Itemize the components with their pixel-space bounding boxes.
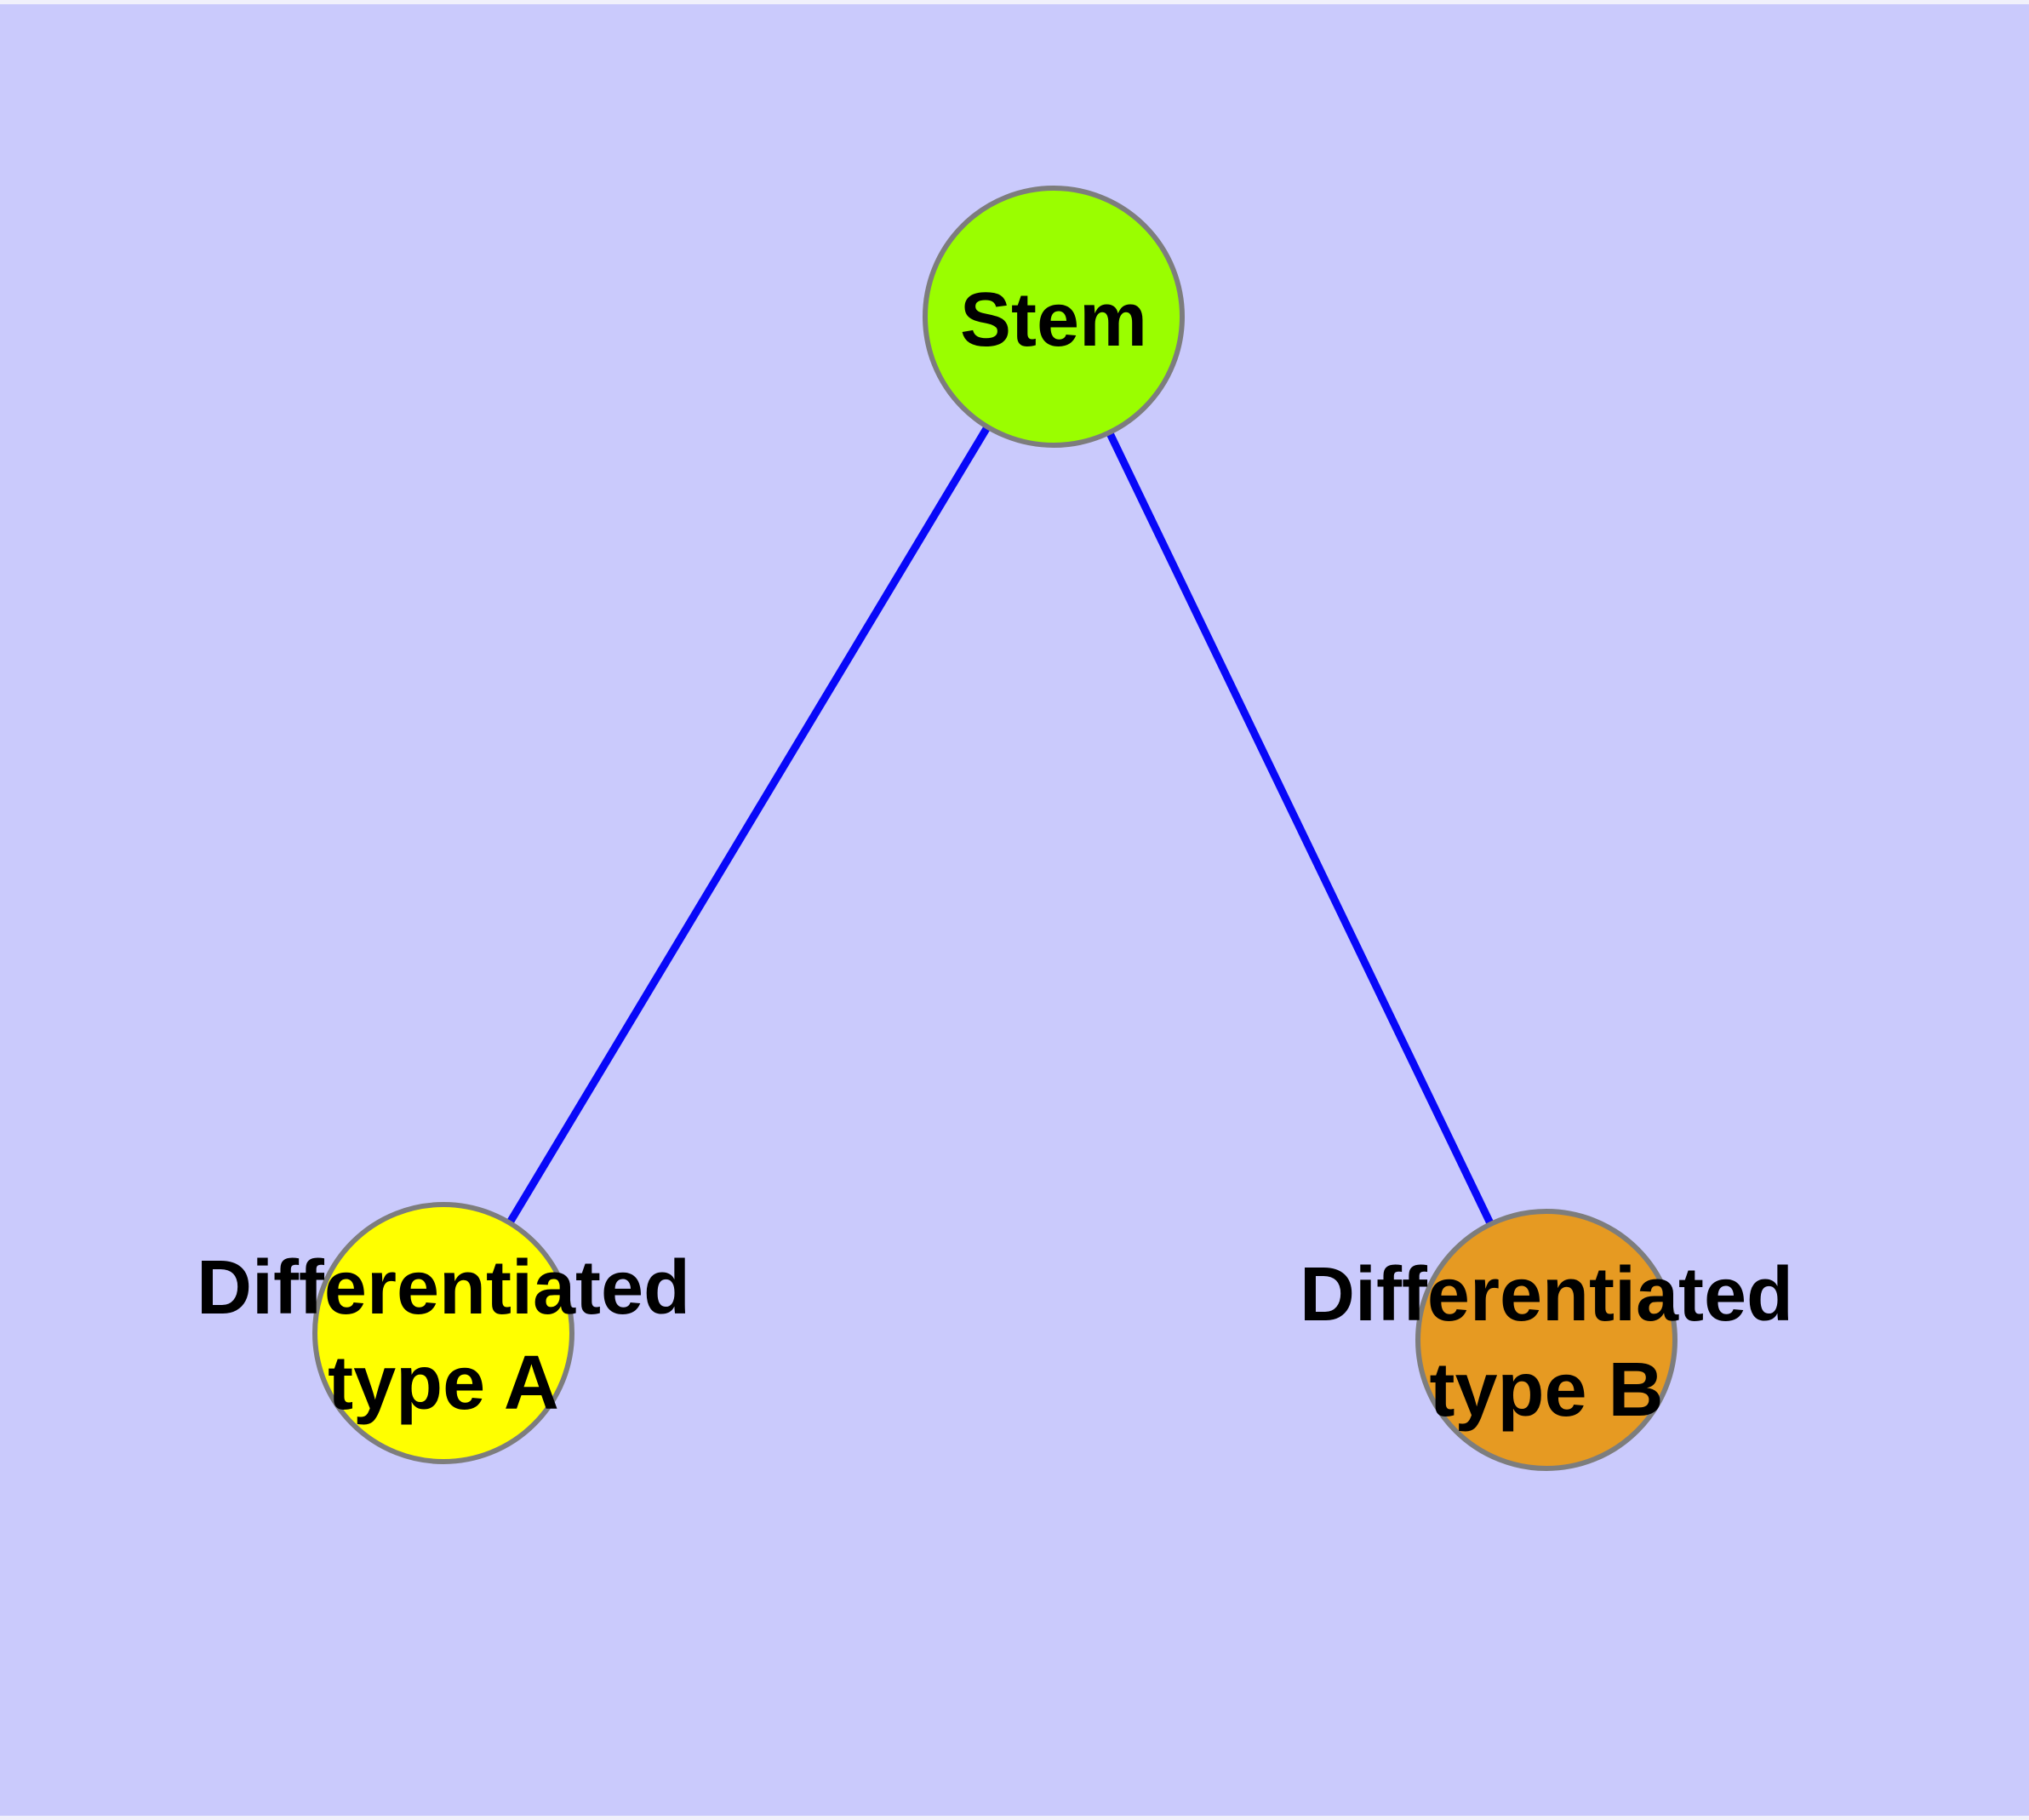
node-type-b-label-line2: type B: [1429, 1348, 1663, 1433]
node-differentiated-type-b: [1415, 1209, 1677, 1471]
edge-stem-to-type-a: [440, 314, 1057, 1336]
node-stem-label: Stem: [960, 278, 1147, 363]
node-type-b-label-line1: Differentiated: [1300, 1252, 1793, 1337]
edge-stem-to-type-b: [1049, 315, 1551, 1342]
node-type-a-label-line1: Differentiated: [197, 1245, 690, 1331]
node-stem: [923, 186, 1185, 448]
node-differentiated-type-a: [312, 1202, 574, 1464]
node-type-a-label-line2: type A: [328, 1341, 559, 1426]
